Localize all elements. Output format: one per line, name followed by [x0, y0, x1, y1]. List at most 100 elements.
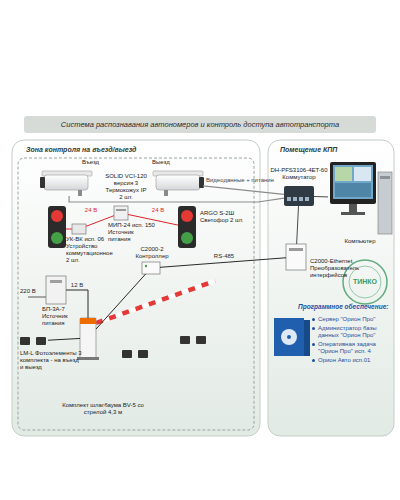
traffic-light: [48, 206, 66, 248]
interface-converter: С2000-Ethernet Преобразователь интерфейс…: [286, 244, 306, 270]
converter-stripe: [289, 248, 303, 251]
camera: Выезд: [148, 170, 203, 196]
device-label: DH-PFS3106-4ET-60 Коммутатор: [270, 167, 328, 181]
barrier-arm: [96, 281, 215, 323]
monitor-stand: [349, 204, 357, 212]
device-label: Компьютер: [328, 238, 392, 245]
room-panel: [268, 140, 394, 436]
monitor-screen: [333, 165, 373, 199]
network-switch: [284, 186, 314, 206]
connector-line: [297, 206, 299, 244]
mains-wire: [28, 297, 46, 298]
software-heading: Программное обеспечение:: [298, 303, 394, 311]
switch-port: [299, 197, 303, 201]
switch-port: [287, 197, 291, 201]
switching-box: [72, 224, 86, 234]
controller-box: [142, 262, 160, 274]
controller-led: [145, 265, 147, 267]
photocell: [196, 336, 206, 344]
diagram-title: Система распознавания автономеров и конт…: [24, 120, 376, 129]
monitor: [330, 162, 376, 204]
barrier-base: [77, 357, 99, 360]
monitor-base: [341, 212, 365, 215]
software-list: Сервер "Орион Про" Администратор базы дан…: [312, 316, 394, 366]
software-item: Сервер "Орион Про": [312, 316, 394, 323]
switch-port: [293, 197, 297, 201]
zone-panel: [12, 140, 260, 436]
pc-drive: [380, 176, 390, 179]
connector-label: Видеоданные + питание: [204, 177, 276, 184]
photocell: [180, 336, 190, 344]
camera-body: [44, 175, 88, 190]
connector-line: [314, 196, 328, 197]
camera-mount: [78, 190, 82, 196]
connector-label: 24 В: [146, 207, 170, 214]
camera-mount: [164, 190, 168, 196]
barrier-cap: [80, 318, 96, 324]
connector-line: [96, 274, 146, 329]
connector-label: RS-485: [204, 253, 244, 260]
photocell: LM-L Фотоэлементы 3 комплекта - на въезд…: [20, 336, 48, 346]
network-switch: DH-PFS3106-4ET-60 Коммутатор: [284, 186, 314, 206]
green-lamp: [181, 232, 193, 244]
zone-heading: Зона контроля на въезд/выезд: [26, 146, 236, 154]
connector-line: [48, 338, 80, 340]
stamp-text: ТИНКО: [343, 278, 387, 286]
barrier: Комплект шлагбаума BV-5 со стрелой 4,3 м: [80, 318, 96, 358]
device-label: Выезд: [152, 159, 186, 166]
photocell: [122, 350, 132, 358]
connector-line: [160, 258, 286, 268]
title-banner: [24, 116, 376, 133]
interface-converter: [286, 244, 306, 270]
software-disc: [281, 329, 297, 345]
software-item: Администратор базы данных "Орион Про": [312, 325, 394, 339]
power-supply: [46, 276, 66, 304]
connector-label: 12 В: [66, 282, 88, 289]
photocell: [36, 337, 46, 345]
connector-line: [69, 196, 284, 202]
voltage-label: 220 В: [20, 288, 44, 295]
software-item: Орион Авто исп.01: [312, 357, 394, 364]
connector-line: [203, 186, 284, 195]
device-label: УК-ВК исп. 06 Устройство коммутационное …: [66, 236, 110, 264]
device-label: БП-3А-7 Источник питания: [42, 306, 82, 327]
device-label: МИП-24 исп. 150 Источник питания: [108, 222, 156, 243]
dashed-zone: [18, 158, 254, 430]
software-item: Оперативная задача "Орион Про" исп. 4: [312, 341, 394, 355]
computer: Компьютер: [328, 160, 392, 236]
photocell: [20, 337, 30, 345]
camera: Въезд: [42, 170, 97, 196]
device-spec: SOLID VCI-120 версия 3 Термокожух IP 2 ш…: [104, 173, 148, 201]
photocell: [138, 350, 148, 358]
camera-lens: [40, 177, 45, 188]
power-supply: БП-3А-7 Источник питания: [46, 276, 66, 304]
screen-pane: [335, 167, 352, 181]
connector-label: 24 В: [80, 207, 102, 214]
barrier-cabinet: [80, 318, 96, 358]
red-lamp: [181, 210, 193, 222]
connector-line: [66, 290, 88, 318]
software-disc-hole: [287, 335, 291, 339]
green-lamp: [51, 232, 63, 244]
device-label: Комплект шлагбаума BV-5 со стрелой 4,3 м: [62, 402, 144, 416]
device-label: LM-L Фотоэлементы 3 комплекта - на въезд…: [20, 350, 82, 371]
device-label: Въезд: [82, 159, 116, 166]
power-supply: МИП-24 исп. 150 Источник питания: [114, 206, 128, 220]
power-supply: [114, 206, 128, 220]
zone-heading: Помещение КПП: [280, 146, 388, 154]
controller: С2000-2 Контроллер: [142, 262, 160, 274]
device-label: С2000-Ethernet Преобразователь интерфейс…: [310, 258, 366, 279]
power-supply-stripe: [116, 209, 126, 211]
power-supply-stripe: [50, 280, 62, 283]
pc-tower: [378, 172, 392, 234]
room-panel: Помещение КПП DH-PFS3106-4ET-60 Коммутато…: [268, 140, 394, 436]
red-lamp: [51, 210, 63, 222]
device-label: С2000-2 Контроллер: [132, 246, 172, 260]
lamp-wire: [66, 229, 72, 230]
screen-pane: [354, 167, 371, 181]
software-box-side: [304, 320, 310, 356]
traffic-light: [178, 206, 196, 248]
